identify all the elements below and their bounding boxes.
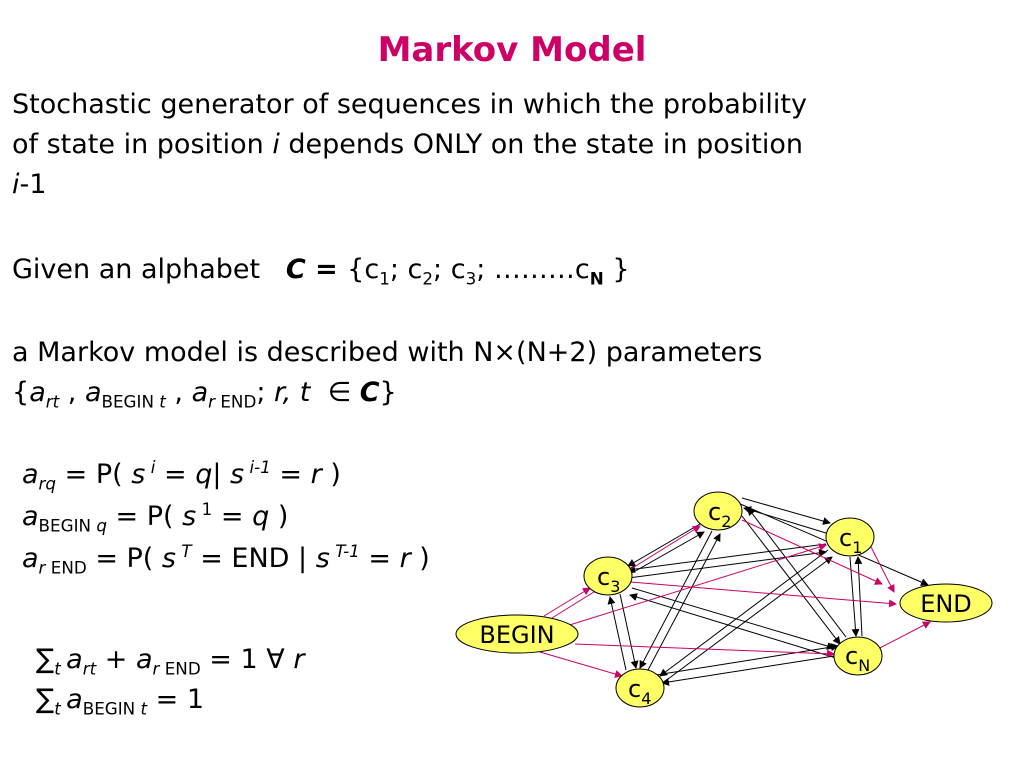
state-c3: c3 xyxy=(583,556,633,596)
parameter-set: {art , aBEGIN t , ar END; r, t ∈ C} xyxy=(12,377,397,412)
svg-text:END: END xyxy=(920,590,972,618)
begin-end-arrow xyxy=(869,544,895,593)
transition-arrows xyxy=(539,497,931,686)
transition-arrow xyxy=(661,655,835,686)
begin-end-arrow xyxy=(741,519,883,585)
svg-text:c1: c1 xyxy=(839,524,862,557)
transition-arrow xyxy=(659,549,829,677)
transition-arrow xyxy=(854,556,863,637)
svg-text:BEGIN: BEGIN xyxy=(479,621,554,649)
intro-line-3: i-1 xyxy=(12,169,47,200)
state-begin: BEGIN xyxy=(455,614,579,654)
alphabet-line: Given an alphabet C = {c1; c2; c3; ………cN… xyxy=(12,254,630,289)
state-c1: c1 xyxy=(825,517,875,557)
begin-end-arrow xyxy=(559,543,827,629)
transition-arrow xyxy=(747,507,847,638)
transition-arrow xyxy=(607,596,627,671)
equation-transition: arq = P( s i = q| s i-1 = r ) xyxy=(22,457,341,494)
svg-text:c2: c2 xyxy=(708,498,731,531)
svg-text:c3: c3 xyxy=(597,563,620,596)
sum-constraint-begin: ∑t aBEGIN t = 1 xyxy=(36,684,205,719)
state-cn: cN xyxy=(833,636,883,676)
svg-text:c4: c4 xyxy=(628,675,651,708)
begin-end-arrow xyxy=(574,643,835,658)
intro-line-1: Stochastic generator of sequences in whi… xyxy=(12,89,807,120)
transition-arrow xyxy=(741,497,831,525)
transition-arrow xyxy=(849,556,860,637)
state-end: END xyxy=(899,583,993,623)
transition-arrow xyxy=(741,515,841,645)
intro-line-2: of state in position i depends ONLY on t… xyxy=(12,129,804,160)
transition-arrow xyxy=(655,643,839,676)
state-c2: c2 xyxy=(693,491,743,531)
transition-arrow xyxy=(663,556,833,683)
transition-arrow xyxy=(627,523,701,567)
begin-end-arrow xyxy=(539,651,623,678)
begin-end-arrow xyxy=(543,587,591,617)
transition-arrow xyxy=(629,593,837,659)
transition-arrow xyxy=(639,530,713,669)
transition-arrow xyxy=(629,531,705,575)
page-title: Markov Model xyxy=(377,30,647,70)
transition-arrow xyxy=(627,543,827,574)
equation-end: ar END = P( s T = END | s T-1 = r ) xyxy=(22,541,430,578)
begin-end-arrow xyxy=(875,621,931,651)
transition-arrow xyxy=(627,548,827,579)
svg-text:cN: cN xyxy=(845,642,870,675)
transition-arrow xyxy=(619,593,639,669)
sum-constraint-transitions: ∑t art + ar END = 1 ∀ r xyxy=(36,644,305,679)
begin-end-arrow xyxy=(629,581,897,608)
description-line-1: a Markov model is described with N×(N+2)… xyxy=(12,337,763,368)
equation-begin: aBEGIN q = P( s 1 = q ) xyxy=(22,499,289,536)
state-c4: c4 xyxy=(615,668,665,708)
transition-arrow xyxy=(631,587,835,650)
transition-arrow xyxy=(743,506,827,534)
